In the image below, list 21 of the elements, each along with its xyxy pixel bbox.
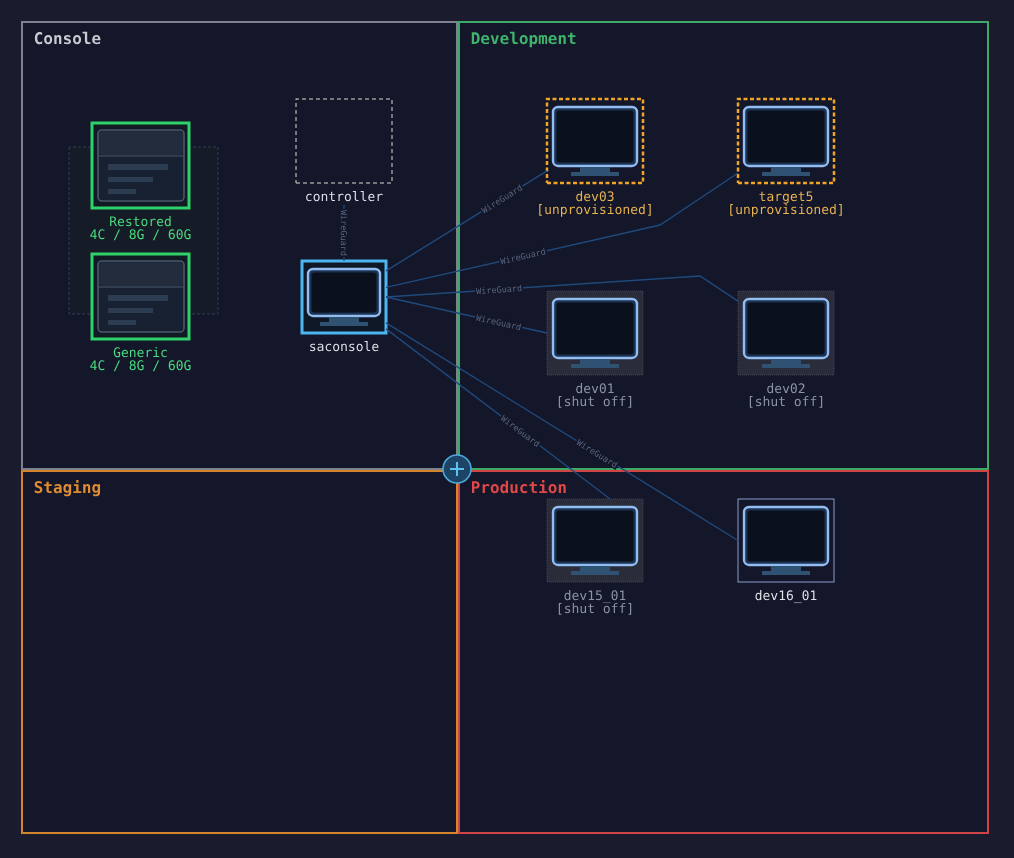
node-label: dev16_01 (755, 590, 817, 604)
node-label: dev03 (576, 191, 614, 202)
node-label: dev02 (767, 383, 805, 394)
node-label: Generic (113, 347, 167, 358)
status-label: [shut off] (749, 396, 823, 408)
node-label: saconsole (310, 341, 379, 352)
zone-panel: Staging (21, 470, 458, 834)
edge-label: WireGuard (474, 283, 524, 296)
spec-label: 4C / 8G / 60G (90, 229, 191, 241)
status-label: [unprovisioned] (539, 204, 651, 217)
status-label: [unprovisioned] (730, 204, 842, 217)
edge-label: WireGuard (339, 208, 349, 258)
node-label: dev15_01 (564, 590, 626, 604)
connector-line (385, 322, 739, 542)
node-label: controller (306, 191, 383, 202)
node-label: dev01 (576, 383, 614, 394)
status-label: [shut off] (558, 603, 632, 615)
node-label: target5 (759, 191, 813, 204)
status-label: [shut off] (558, 396, 632, 408)
node-label: Restored (110, 216, 171, 227)
spec-label: 4C / 8G / 60G (90, 360, 191, 372)
